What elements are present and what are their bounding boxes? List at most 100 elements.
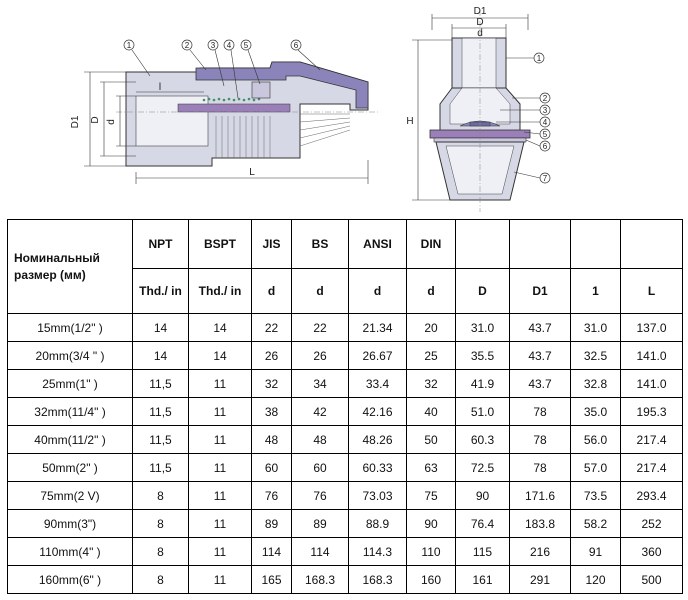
table-cell: 8 bbox=[132, 565, 189, 594]
table-cell: 88.9 bbox=[348, 509, 407, 538]
table-cell: 26 bbox=[291, 341, 349, 370]
row-size-cell: 75mm(2 V) bbox=[7, 481, 133, 510]
side-section-drawing: 1 2 3 4 5 6 D1 D d L l bbox=[70, 39, 378, 184]
subheader-bs-d: d bbox=[291, 268, 349, 314]
table-cell: 32 bbox=[251, 369, 292, 398]
table-cell: 217.4 bbox=[620, 453, 683, 482]
table-cell: 14 bbox=[132, 341, 189, 370]
table-cell: 11,5 bbox=[132, 397, 189, 426]
table-cell: 78 bbox=[509, 425, 571, 454]
header-empty bbox=[455, 219, 510, 269]
callout-r2: 2 bbox=[543, 94, 548, 103]
callout-6: 6 bbox=[294, 41, 299, 50]
table-cell: 114.3 bbox=[348, 537, 407, 566]
table-cell: 32.8 bbox=[570, 369, 621, 398]
table-cell: 168.3 bbox=[348, 565, 407, 594]
dim-L: L bbox=[249, 167, 255, 178]
table-cell: 217.4 bbox=[620, 425, 683, 454]
table-cell: 360 bbox=[620, 537, 683, 566]
callout-r5: 5 bbox=[543, 130, 548, 139]
table-cell: 60 bbox=[291, 453, 349, 482]
table-cell: 78 bbox=[509, 397, 571, 426]
table-cell: 26 bbox=[251, 341, 292, 370]
table-cell: 216 bbox=[509, 537, 571, 566]
table-cell: 41.9 bbox=[455, 369, 510, 398]
table-cell: 43.7 bbox=[509, 369, 571, 398]
dim-D1: D1 bbox=[70, 115, 81, 128]
callout-5: 5 bbox=[244, 41, 249, 50]
table-cell: 168.3 bbox=[291, 565, 349, 594]
table-cell: 40 bbox=[406, 397, 456, 426]
table-cell: 34 bbox=[291, 369, 349, 398]
header-standard-jis: JIS bbox=[251, 219, 292, 269]
table-cell: 73.03 bbox=[348, 481, 407, 510]
table-cell: 110 bbox=[406, 537, 456, 566]
callout-r1: 1 bbox=[537, 54, 542, 63]
table-cell: 63 bbox=[406, 453, 456, 482]
row-size-cell: 50mm(2" ) bbox=[7, 453, 133, 482]
table-cell: 11,5 bbox=[132, 453, 189, 482]
callout-2: 2 bbox=[185, 41, 190, 50]
table-cell: 141.0 bbox=[620, 341, 683, 370]
table-cell: 114 bbox=[291, 537, 349, 566]
callout-4: 4 bbox=[227, 41, 232, 50]
header-standard-bs: BS bbox=[291, 219, 349, 269]
table-cell: 160 bbox=[406, 565, 456, 594]
callout-r4: 4 bbox=[543, 118, 548, 127]
table-cell: 183.8 bbox=[509, 509, 571, 538]
table-cell: 11 bbox=[188, 509, 252, 538]
table-cell: 11 bbox=[188, 537, 252, 566]
table-cell: 73.5 bbox=[570, 481, 621, 510]
table-cell: 90 bbox=[406, 509, 456, 538]
table-cell: 76.4 bbox=[455, 509, 510, 538]
row-size-cell: 90mm(3") bbox=[7, 509, 133, 538]
table-cell: 11 bbox=[188, 425, 252, 454]
table-cell: 58.2 bbox=[570, 509, 621, 538]
table-cell: 33.4 bbox=[348, 369, 407, 398]
table-cell: 11,5 bbox=[132, 369, 189, 398]
table-cell: 57.0 bbox=[570, 453, 621, 482]
dim-D: D bbox=[90, 116, 101, 123]
header-empty bbox=[620, 219, 683, 269]
callout-3: 3 bbox=[211, 41, 216, 50]
subheader-npt-thd: Thd./ in bbox=[132, 268, 189, 314]
table-cell: 21.34 bbox=[348, 313, 407, 342]
table-cell: 14 bbox=[188, 313, 252, 342]
table-cell: 8 bbox=[132, 509, 189, 538]
callout-r6: 6 bbox=[543, 142, 548, 151]
table-cell: 42.16 bbox=[348, 397, 407, 426]
subheader-L: L bbox=[620, 268, 683, 314]
subheader-D1: D1 bbox=[509, 268, 571, 314]
table-cell: 165 bbox=[251, 565, 292, 594]
table-cell: 11 bbox=[188, 397, 252, 426]
table-cell: 293.4 bbox=[620, 481, 683, 510]
table-cell: 42 bbox=[291, 397, 349, 426]
table-cell: 22 bbox=[291, 313, 349, 342]
header-standard-bspt: BSPT bbox=[188, 219, 252, 269]
table-cell: 75 bbox=[406, 481, 456, 510]
table-cell: 11 bbox=[188, 481, 252, 510]
table-cell: 14 bbox=[188, 341, 252, 370]
header-nominal-size: Номинальный размер (мм) bbox=[7, 219, 133, 314]
table-cell: 252 bbox=[620, 509, 683, 538]
table-cell: 35.5 bbox=[455, 341, 510, 370]
table-cell: 115 bbox=[455, 537, 510, 566]
dim-d: d bbox=[106, 119, 117, 125]
table-cell: 11 bbox=[188, 369, 252, 398]
row-size-cell: 20mm(3/4 " ) bbox=[7, 341, 133, 370]
table-cell: 32.5 bbox=[570, 341, 621, 370]
table-cell: 60.3 bbox=[455, 425, 510, 454]
table-cell: 31.0 bbox=[570, 313, 621, 342]
table-cell: 38 bbox=[251, 397, 292, 426]
subheader-1: 1 bbox=[570, 268, 621, 314]
header-row-standards: Номинальный размер (мм) NPT BSPT JIS BS … bbox=[7, 219, 683, 314]
table-cell: 22 bbox=[251, 313, 292, 342]
